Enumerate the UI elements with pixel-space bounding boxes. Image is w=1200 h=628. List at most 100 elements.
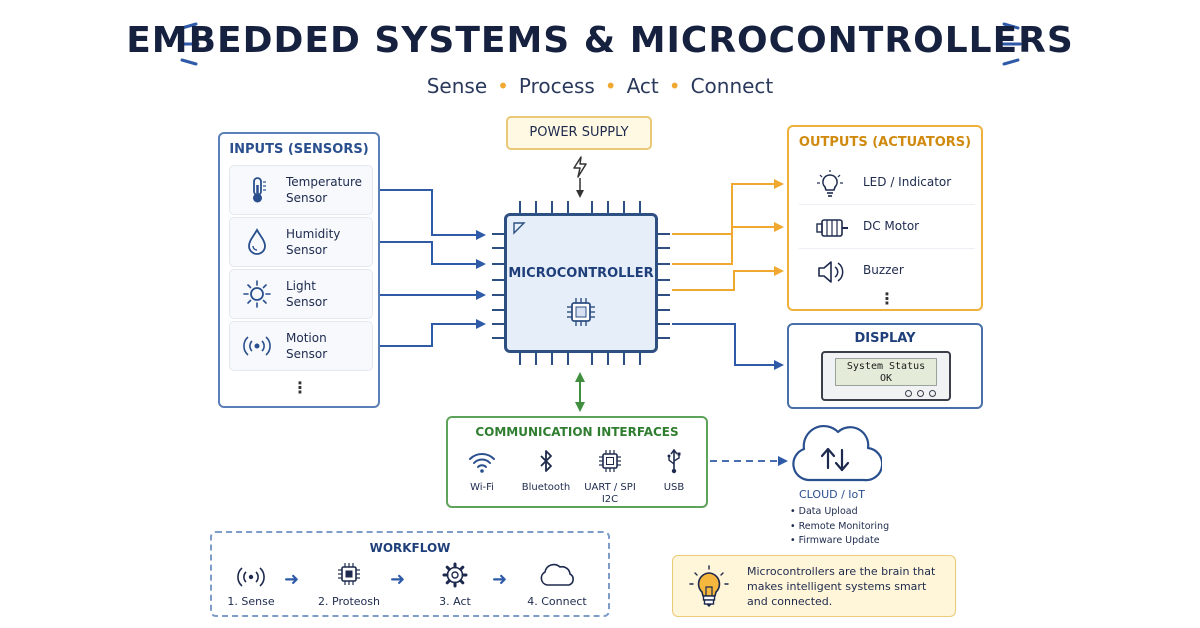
input-label: Light <box>286 279 316 293</box>
input-label: Sensor <box>286 191 328 205</box>
bullet-dot: • <box>604 74 617 98</box>
power-supply-box: POWER SUPPLY <box>506 116 652 150</box>
input-label: Sensor <box>286 243 328 257</box>
chip-icon <box>599 450 621 472</box>
outputs-heading: OUTPUTS (ACTUATORS) <box>798 135 972 150</box>
cloud-upload-download-icon <box>792 425 882 482</box>
light-bulb-icon <box>689 565 729 607</box>
output-led-indicator: LED / Indicator <box>799 161 975 205</box>
microcontroller-chip: MICROCONTROLLER <box>504 213 658 353</box>
wifi-icon <box>469 453 495 473</box>
workflow-step-connect: 4. Connect <box>518 561 596 608</box>
title-decoration-left <box>178 22 200 66</box>
motor-icon <box>816 219 848 237</box>
workflow-step-process: 2. Proteosh <box>310 561 388 608</box>
communication-heading: COMMUNICATION INTERFACES <box>475 425 679 439</box>
workflow-step-act: 3. Act <box>416 561 494 608</box>
wire-temperature <box>380 189 486 240</box>
subtitle: Sense • Process • Act • Connect <box>0 74 1200 98</box>
output-label: Buzzer <box>863 263 904 277</box>
workflow-heading: WORKFLOW <box>369 541 451 555</box>
workflow-step-label: 2. Proteosh <box>318 595 380 608</box>
subtitle-step-act: Act <box>626 74 659 98</box>
display-heading: DISPLAY <box>854 331 916 346</box>
cloud-feature-list: Data Upload Remote Monitoring Firmware U… <box>790 505 889 549</box>
tip-text: Microcontrollers are the brain that make… <box>747 565 936 608</box>
interface-label: I2C <box>601 494 619 505</box>
microcontroller-label: MICROCONTROLLER <box>508 266 654 281</box>
subtitle-step-sense: Sense <box>426 74 488 98</box>
light-bulb-icon <box>817 170 843 197</box>
workflow-arrow: ➜ <box>492 569 508 590</box>
page-title: EMBEDDED SYSTEMS & MICROCONTROLLERS <box>126 20 1074 61</box>
workflow-panel: WORKFLOW 1. Sense ➜ 2. Proteosh ➜ <box>210 531 610 617</box>
title-decoration-right <box>1000 22 1022 66</box>
water-drop-icon <box>248 228 266 255</box>
workflow-step-sense: 1. Sense <box>212 561 290 608</box>
input-label: Temperature <box>286 175 363 189</box>
tip-callout: Microcontrollers are the brain that make… <box>672 555 956 617</box>
lcd-line: System Status <box>846 361 926 372</box>
subtitle-step-connect: Connect <box>690 74 774 98</box>
lcd-line: OK <box>879 373 893 384</box>
cloud-icon <box>540 563 574 586</box>
input-label: Sensor <box>286 347 328 361</box>
wire-display <box>672 323 784 370</box>
inputs-heading: INPUTS (SENSORS) <box>229 142 369 157</box>
bullet-dot: • <box>668 74 681 98</box>
input-label: Motion <box>286 331 327 345</box>
chip-icon <box>338 563 360 585</box>
wire-led <box>672 179 784 235</box>
signal-icon <box>237 567 265 587</box>
input-label: Sensor <box>286 295 328 309</box>
input-label: Humidity <box>286 227 341 241</box>
bullet-dot: • <box>497 74 509 98</box>
lcd-button <box>905 390 912 397</box>
mcu-pins <box>492 201 670 365</box>
interface-usb: USB <box>644 448 704 494</box>
cloud-iot-label: CLOUD / IoT <box>799 488 865 501</box>
more-outputs-ellipsis: ⋮ <box>879 289 895 308</box>
list-item: Firmware Update <box>790 534 889 549</box>
bluetooth-icon <box>540 450 552 472</box>
interface-wifi: Wi-Fi <box>452 448 512 494</box>
communication-interfaces-panel: COMMUNICATION INTERFACES Wi-Fi Bluetooth <box>446 416 708 508</box>
lcd-button <box>917 390 924 397</box>
lightning-icon <box>573 156 587 178</box>
outputs-panel: OUTPUTS (ACTUATORS) LED / Indicator DC M… <box>787 125 983 311</box>
sun-icon <box>243 280 271 308</box>
chip-icon <box>567 298 595 326</box>
usb-icon <box>667 448 681 474</box>
wire-buzzer <box>672 266 784 291</box>
gear-icon <box>442 562 468 588</box>
wire-motor <box>672 222 784 265</box>
list-item: Data Upload <box>790 505 889 520</box>
interface-bluetooth: Bluetooth <box>516 448 576 494</box>
lcd-button <box>929 390 936 397</box>
interface-label: USB <box>663 482 685 493</box>
wire-motion <box>380 319 486 347</box>
output-label: DC Motor <box>863 219 920 233</box>
output-buzzer: Buzzer <box>799 249 975 293</box>
workflow-arrow: ➜ <box>284 569 300 590</box>
workflow-step-label: 1. Sense <box>227 595 275 608</box>
interface-label: UART / SPI <box>584 482 636 493</box>
subtitle-step-process: Process <box>518 74 595 98</box>
list-item: Remote Monitoring <box>790 520 889 535</box>
thermometer-icon <box>253 177 266 203</box>
wire-humidity <box>380 241 486 269</box>
interface-label: Bluetooth <box>521 482 571 493</box>
motion-waves-icon <box>243 336 271 356</box>
more-inputs-ellipsis: ⋮ <box>292 378 308 397</box>
chip-notch-icon <box>513 222 526 235</box>
workflow-step-label: 3. Act <box>439 595 471 608</box>
